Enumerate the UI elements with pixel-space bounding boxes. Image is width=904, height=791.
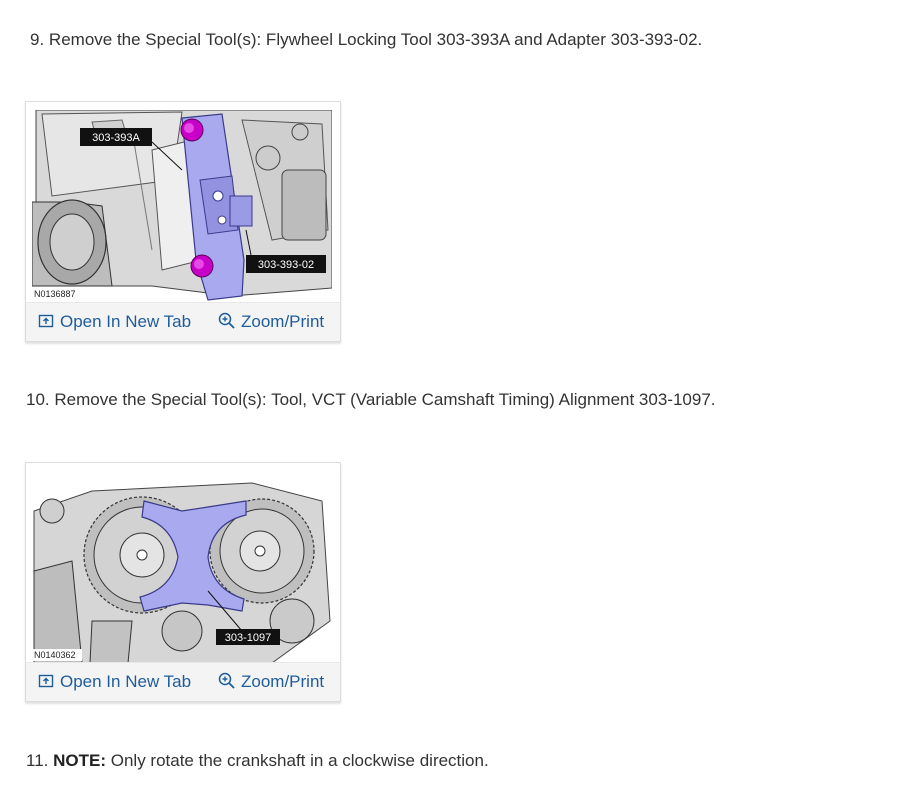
- step-9: 9. Remove the Special Tool(s): Flywheel …: [30, 30, 702, 50]
- step-number: 10.: [26, 390, 50, 409]
- open-in-new-tab-label: Open In New Tab: [60, 312, 192, 331]
- step-text: Remove the Special Tool(s): Tool, VCT (V…: [54, 390, 716, 409]
- step-number: 9.: [30, 30, 45, 49]
- callout-label: 303-1097: [225, 632, 272, 644]
- step-10: 10. Remove the Special Tool(s): Tool, VC…: [26, 390, 716, 410]
- callout-label: 303-393A: [92, 132, 140, 144]
- zoom-print-link[interactable]: Zoom/Print: [218, 672, 324, 692]
- vct-tool-illustration: 303-1097 N0140362: [32, 471, 332, 663]
- callout-label: 303-393-02: [258, 259, 314, 271]
- open-new-tab-icon: [38, 673, 54, 689]
- open-in-new-tab-label: Open In New Tab: [60, 672, 192, 691]
- flywheel-illustration-svg: 303-393A 303-393-02 N0136887: [32, 110, 332, 302]
- callout-303-1097-box: [216, 629, 280, 645]
- zoom-print-link[interactable]: Zoom/Print: [218, 312, 324, 332]
- zoom-print-label: Zoom/Print: [241, 312, 325, 331]
- figure-id-label: N0136887: [34, 289, 76, 299]
- zoom-in-icon: [218, 672, 235, 689]
- vct-illustration-svg: 303-1097 N0140362: [32, 471, 332, 663]
- step-11: 11. NOTE: Only rotate the crankshaft in …: [26, 751, 489, 771]
- open-in-new-tab-link[interactable]: Open In New Tab: [38, 672, 191, 692]
- figure-actions: Open In New Tab Zoom/Print: [26, 662, 340, 701]
- open-in-new-tab-link[interactable]: Open In New Tab: [38, 312, 191, 332]
- zoom-in-icon: [218, 312, 235, 329]
- step-number: 11.: [26, 751, 49, 770]
- open-new-tab-icon: [38, 313, 54, 329]
- figure-id-label: N0140362: [34, 650, 76, 660]
- callout-303-393A-box: [80, 128, 152, 146]
- callout-303-393-02-box: [246, 255, 326, 273]
- figure-actions: Open In New Tab Zoom/Print: [26, 302, 340, 341]
- flywheel-tool-illustration: 303-393A 303-393-02 N0136887: [32, 110, 332, 302]
- figure-flywheel-locking-tool: 303-393A 303-393-02 N0136887 Open In New…: [25, 101, 341, 342]
- note-label: NOTE:: [53, 751, 106, 770]
- step-text: Remove the Special Tool(s): Flywheel Loc…: [48, 30, 703, 49]
- step-text: Only rotate the crankshaft in a clockwis…: [110, 751, 489, 770]
- figure-vct-alignment-tool: 303-1097 N0140362 Open In New Tab Zoom/P…: [25, 462, 341, 702]
- zoom-print-label: Zoom/Print: [241, 672, 325, 691]
